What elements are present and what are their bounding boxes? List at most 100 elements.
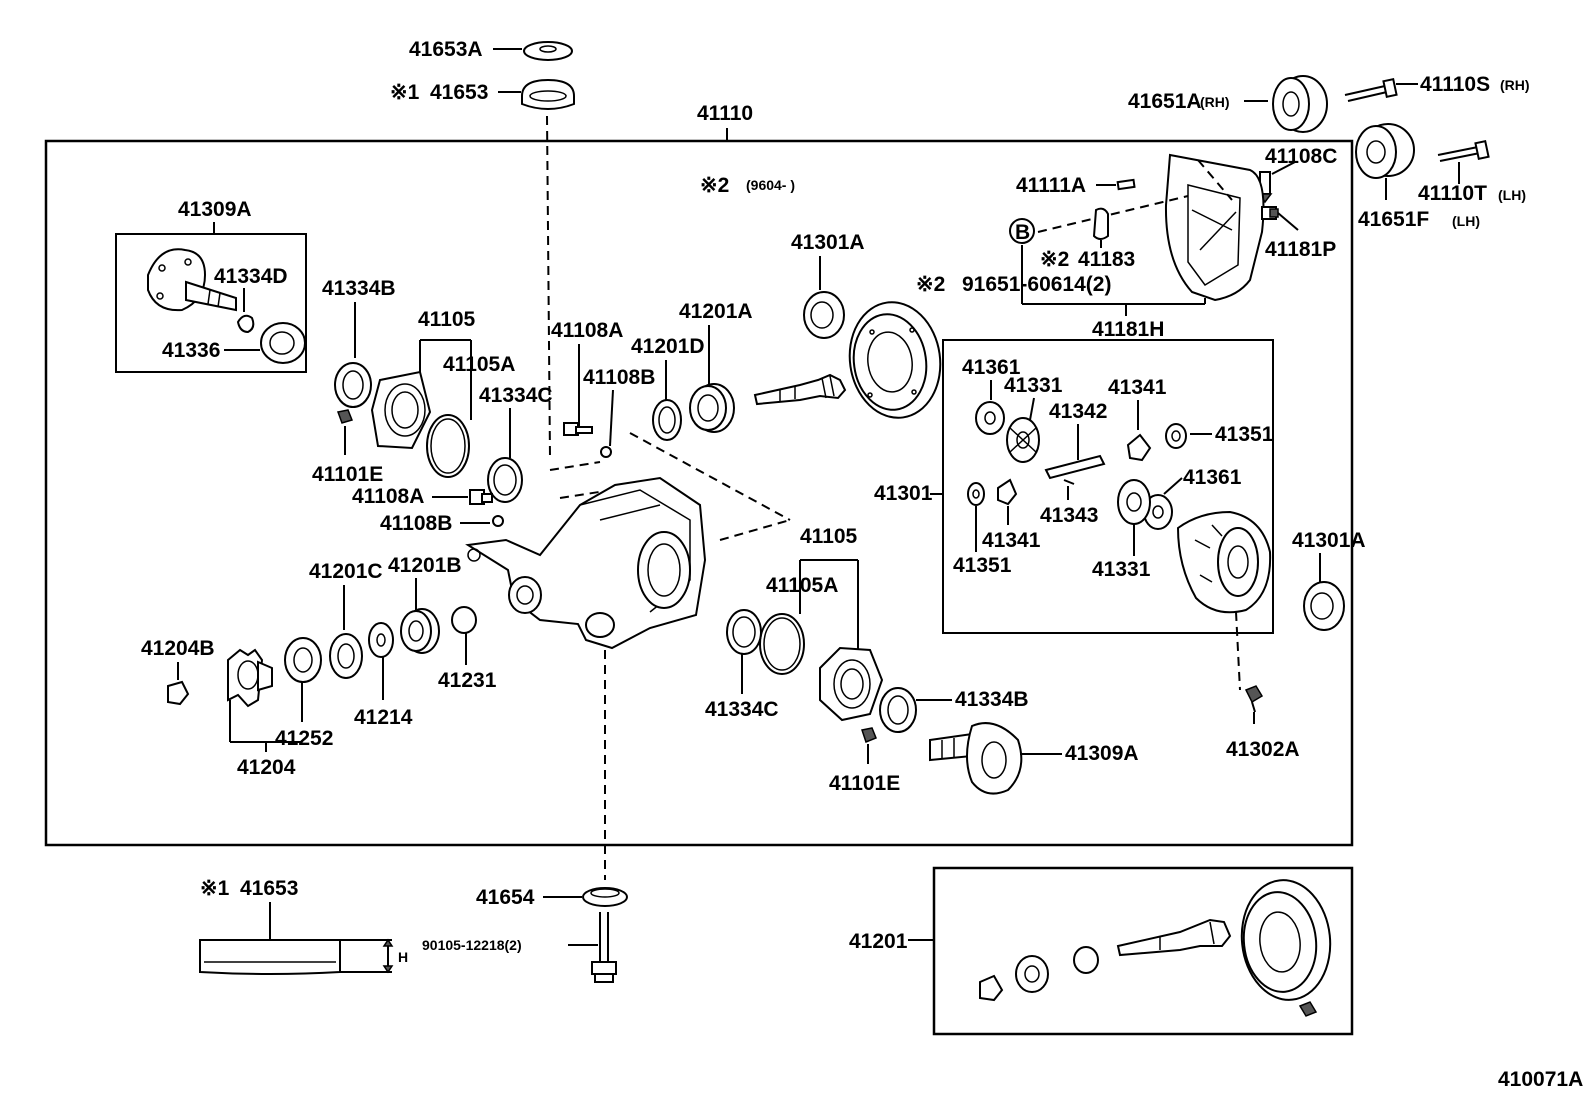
part-41653-bot: 41653 — [240, 877, 298, 900]
part-41108a-top: 41108A — [551, 319, 623, 342]
kit-bearing-icon — [1015, 955, 1049, 993]
date-code: (9604- ) — [746, 177, 795, 193]
seal-41334b-left-icon — [334, 362, 372, 408]
ring-gear-icon — [848, 301, 942, 419]
part-41105a-bot: 41105A — [766, 574, 838, 597]
part-41231: 41231 — [438, 669, 497, 692]
washer-41654-icon — [582, 887, 628, 907]
washer-41351-a-icon — [1165, 423, 1187, 449]
note-mark1-top: ※1 — [390, 81, 420, 104]
bolt-90105-icon — [591, 912, 617, 983]
bearing-41201a-icon — [689, 383, 735, 433]
pinion-41341-b-icon — [997, 478, 1018, 506]
companion-flange-41309a-right-icon — [929, 722, 1023, 795]
part-41351-a: 41351 — [1215, 423, 1274, 446]
cushion-41653-profile-icon — [199, 938, 394, 975]
bolt-41101e-left-icon — [336, 409, 354, 424]
seal-41336-icon — [260, 322, 306, 364]
part-41201d: 41201D — [631, 335, 705, 358]
washer-41653a-icon — [523, 41, 573, 61]
lh-tag-2: (LH) — [1452, 213, 1480, 229]
plug-41108a-mid-icon — [469, 489, 493, 505]
seal-41334b-right-icon — [879, 687, 917, 733]
spacer-41201d-icon — [652, 399, 682, 441]
bolt-41110t-icon — [1437, 139, 1490, 162]
part-41201b: 41201B — [388, 554, 462, 577]
part-41252: 41252 — [275, 727, 333, 750]
kit-pinion-icon — [1116, 918, 1232, 957]
part-41108b-mid: 41108B — [380, 512, 452, 535]
note-mark1-bottom: ※1 — [200, 877, 230, 900]
gasket-41183-icon — [1092, 207, 1109, 240]
diagram-id: 410071A — [1498, 1068, 1583, 1091]
oring-41105a-right-icon — [759, 613, 805, 675]
part-41204: 41204 — [237, 756, 296, 779]
bolt-41101e-right-icon — [861, 727, 877, 743]
part-41110s: 41110S — [1420, 73, 1490, 96]
part-41334b-top: 41334B — [322, 277, 396, 300]
nut-41204b-icon — [167, 680, 190, 706]
part-41201: 41201 — [849, 930, 908, 953]
pin-41111a-icon — [1116, 178, 1136, 191]
part-41334c-top: 41334C — [479, 384, 553, 407]
reference-b: B — [1015, 221, 1030, 244]
part-41334d: 41334D — [214, 265, 288, 288]
part-41336: 41336 — [162, 339, 220, 362]
part-41204b: 41204B — [141, 637, 215, 660]
washer-41351-b-icon — [967, 482, 985, 506]
part-41309a-top: 41309A — [178, 198, 252, 221]
part-41105-top: 41105 — [418, 308, 476, 331]
pin-41343-icon — [1063, 479, 1075, 485]
part-41302a: 41302A — [1226, 738, 1300, 761]
plug-41108a-top-icon — [563, 422, 593, 436]
flange-cap-41651f-icon — [1355, 123, 1415, 179]
part-41101e-bot: 41101E — [829, 772, 900, 795]
part-41341-b: 41341 — [982, 529, 1041, 552]
part-41653-top: 41653 — [430, 81, 488, 104]
bolt-41110s-icon — [1344, 77, 1398, 102]
part-41105a-top: 41105A — [443, 353, 515, 376]
part-41331-b: 41331 — [1092, 558, 1151, 581]
part-41309a-bot: 41309A — [1065, 742, 1139, 765]
seal-41252-icon — [284, 637, 322, 683]
kit-nut-icon — [979, 974, 1004, 1002]
part-41334c-bot: 41334C — [705, 698, 779, 721]
shim-41334c-right-icon — [726, 609, 762, 655]
part-41108c: 41108C — [1265, 145, 1337, 168]
note-mark2-bolt: ※2 — [916, 273, 945, 296]
part-41651f: 41651F — [1358, 208, 1429, 231]
washer-41361-a-icon — [975, 401, 1005, 435]
carrier-housing-icon — [465, 432, 791, 650]
bearing-41201c-icon — [329, 633, 363, 679]
side-gear-41331-b-icon — [1117, 479, 1151, 525]
kit-washer-icon — [1073, 946, 1099, 974]
plug-41181p-icon — [1261, 206, 1279, 220]
part-41331-a: 41331 — [1004, 374, 1063, 397]
ring-pinion-kit-frame — [932, 866, 1354, 1036]
side-bearing-retainer-right-icon — [819, 646, 884, 722]
drive-pinion-icon — [753, 373, 847, 406]
part-41101e-top: 41101E — [312, 463, 383, 486]
shim-41334c-left-icon — [487, 457, 523, 503]
oring-41105a-left-icon — [426, 414, 470, 478]
cushion-41653-icon — [521, 78, 575, 110]
main-assembly-frame — [44, 139, 1354, 847]
side-gear-41331-a-icon — [1006, 417, 1040, 463]
bearing-41201b-icon — [400, 608, 440, 654]
reference-b-icon — [1009, 218, 1035, 244]
part-41214: 41214 — [354, 706, 413, 729]
part-41301a-right: 41301A — [1292, 529, 1366, 552]
part-41181h: 41181H — [1092, 318, 1164, 341]
part-41651a: 41651A — [1128, 90, 1202, 113]
nut-41334d-icon — [236, 314, 255, 334]
part-90105: 90105-12218(2) — [422, 937, 522, 953]
gasket-41108b-mid-icon — [492, 515, 504, 527]
gasket-41108b-top-icon — [600, 446, 612, 458]
part-41201a: 41201A — [679, 300, 753, 323]
part-41351-b: 41351 — [953, 554, 1012, 577]
lh-tag-1: (LH) — [1498, 187, 1526, 203]
pinion-41341-a-icon — [1126, 433, 1152, 462]
part-41334b-bot: 41334B — [955, 688, 1029, 711]
part-41108a-mid: 41108A — [352, 485, 424, 508]
